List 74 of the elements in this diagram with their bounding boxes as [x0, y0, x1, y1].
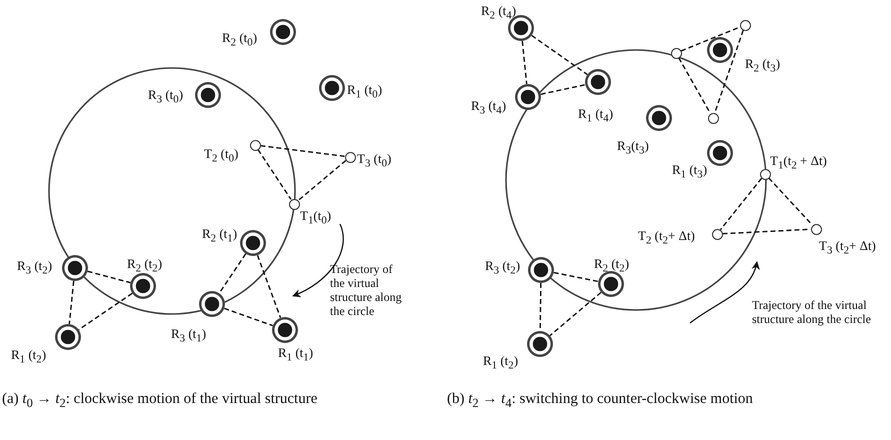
dashed-line [257, 149, 292, 200]
virtual-point-marker [760, 168, 770, 180]
point-label: R$_{2}$ (t$_{0}$) [222, 30, 258, 51]
subfigure-caption: (a) t$_{0}$ → t$_{2}$: clockwise motion of the virtual structure [2, 390, 318, 412]
point-label: R$_{2}$ (t$_{3}$) [745, 56, 780, 77]
dashed-line [768, 178, 813, 226]
robot-marker [527, 331, 553, 357]
virtual-point-marker [670, 48, 682, 58]
dashed-line [78, 292, 133, 330]
dashed-line [68, 280, 74, 324]
point-label: R$_{1}$ (t$_{1}$) [278, 345, 314, 366]
robot-marker [646, 105, 672, 131]
dashed-line [256, 254, 282, 318]
virtual-point-marker [250, 140, 260, 150]
dashed-line [554, 272, 598, 282]
point-label: R$_{1}$ (t$_{0}$) [347, 82, 382, 103]
point-label: R$_{3}$ (t$_{4}$) [471, 98, 506, 119]
dashed-line [678, 57, 711, 114]
robot-marker [55, 324, 81, 350]
robot-marker [707, 37, 733, 63]
point-label: R$_{1}$ (t$_{2}$) [11, 347, 46, 368]
robot-marker [598, 271, 624, 297]
robot-marker [528, 257, 554, 283]
annotation-text: Trajectory of the virtual structure along the circle [752, 298, 872, 326]
point-label: R$_{2}$ (t$_{2}$) [127, 256, 162, 277]
dashed-line [87, 270, 131, 284]
robot-marker [585, 69, 611, 95]
point-label: T$_{2}$ (t$_{0}$) [204, 146, 238, 167]
point-label: R$_{2}$ (t$_{4}$) [481, 3, 516, 24]
point-label: R$_{2}$ (t$_{2}$) [594, 256, 630, 277]
point-label: T$_{2}$ (t$_{2}$+ Δt) [638, 228, 695, 249]
robot-marker [195, 82, 221, 108]
virtual-point-marker [810, 224, 822, 234]
dashed-line [549, 292, 602, 336]
subfigure-caption: (b) t$_{2}$ → t$_{4}$: switching to counter-clockwise motion [447, 390, 754, 412]
point-label: R$_{3}$ (t$_{0}$) [148, 87, 184, 108]
virtual-point-marker [708, 112, 718, 124]
point-label: R$_{1}$ (t$_{3}$) [672, 162, 708, 183]
robot-marker [199, 291, 225, 317]
robot-marker [515, 84, 541, 110]
virtual-point-marker [740, 20, 750, 30]
robot-marker [270, 19, 296, 45]
dashed-line [539, 283, 542, 331]
point-label: T$_{3}$ (t$_{2}$+ Δt) [819, 238, 876, 259]
dashed-line [224, 308, 273, 326]
dashed-line [531, 34, 588, 76]
point-label: R$_{3}$ (t$_{1}$) [171, 326, 206, 347]
dashed-line [260, 145, 345, 157]
point-label: R$_{2}$ (t$_{1}$) [202, 226, 238, 247]
dashed-line [680, 26, 740, 52]
virtual-point-marker [288, 198, 300, 210]
point-label: T$_{1}$(t$_{0}$) [300, 208, 332, 229]
robot-marker [707, 140, 733, 166]
dashed-line [298, 160, 346, 201]
point-label: T$_{1}$(t$_{2}$ + Δt) [770, 153, 827, 174]
annotation-text: Trajectory of the virtual structure along the circle [330, 262, 403, 318]
virtual-point-marker [344, 152, 356, 162]
dashed-line [720, 178, 762, 230]
virtual-point-marker [712, 228, 722, 240]
robot-marker [319, 75, 345, 101]
robot-marker [130, 273, 156, 299]
point-label: R$_{3}$ (t$_{2}$) [485, 258, 520, 279]
point-label: R$_{1}$ (t$_{2}$) [483, 353, 518, 374]
robot-marker [272, 317, 298, 343]
point-label: T$_{3}$ (t$_{0}$) [357, 151, 392, 172]
dashed-line [522, 40, 528, 84]
point-label: R$_{3}$ (t$_{2}$) [17, 258, 52, 279]
dashed-line [218, 253, 246, 294]
point-label: R$_{3}$(t$_{3}$) [617, 138, 649, 159]
dashed-line [714, 30, 744, 114]
robot-marker [62, 255, 88, 281]
point-label: R$_{1}$ (t$_{4}$) [578, 106, 614, 127]
dashed-line [540, 84, 586, 95]
robot-marker [240, 230, 266, 256]
